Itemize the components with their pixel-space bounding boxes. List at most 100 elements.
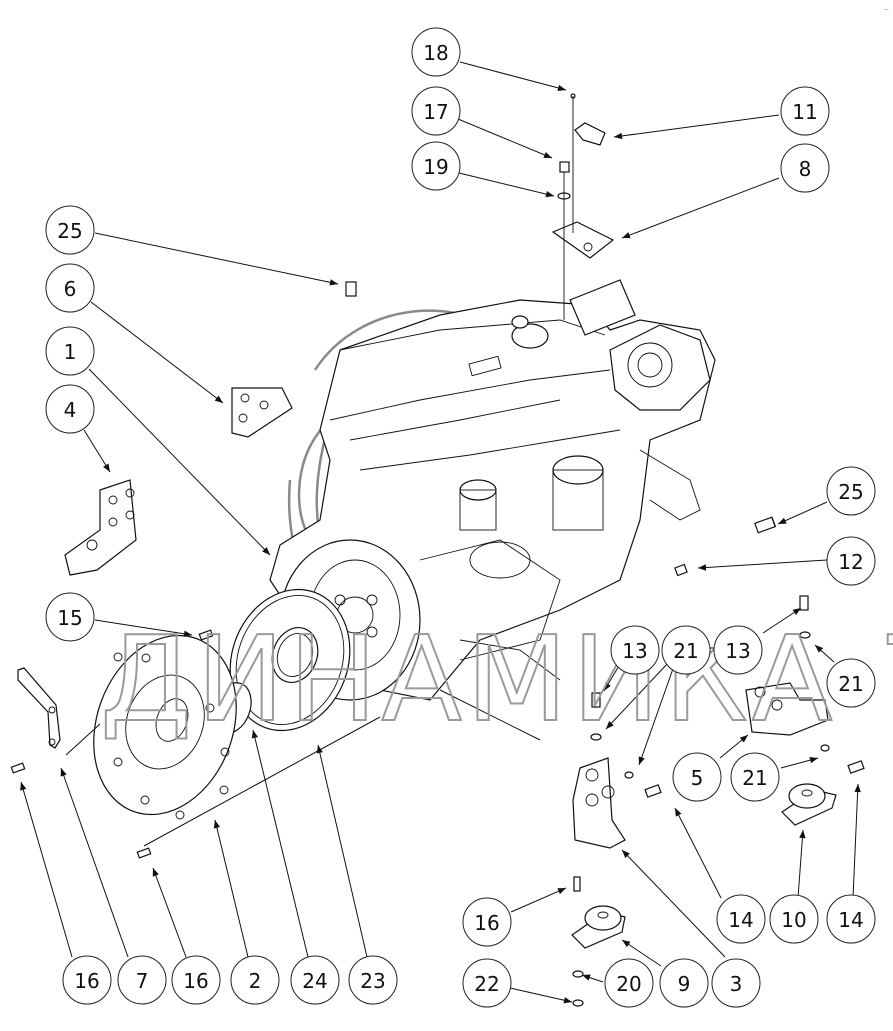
callout-22: 22 <box>462 958 512 1008</box>
callout-label: 25 <box>838 480 863 504</box>
callout-label: 5 <box>691 766 704 790</box>
mount-bracket-rear <box>572 757 626 849</box>
callout-circle <box>769 894 819 944</box>
callout-circle <box>45 263 95 313</box>
callout-label: 9 <box>678 972 691 996</box>
callout-label: 19 <box>423 155 448 179</box>
callout-label: 16 <box>474 911 499 935</box>
mount-bracket-top <box>231 387 293 438</box>
callout-7: 7 <box>117 955 167 1005</box>
callout-8: 8 <box>780 143 830 193</box>
callout-16: 16 <box>462 897 512 947</box>
callout-label: 4 <box>64 398 77 422</box>
callout-9: 9 <box>659 958 709 1008</box>
callout-label: 6 <box>64 277 77 301</box>
callout-circle <box>45 592 95 642</box>
callout-label: 13 <box>622 639 647 663</box>
callout-circle <box>348 955 398 1005</box>
callout-circle <box>780 86 830 136</box>
plug-fitting <box>754 516 776 534</box>
callout-circle <box>672 752 722 802</box>
callout-label: 8 <box>799 157 812 181</box>
callout-circle <box>462 897 512 947</box>
callout-circle <box>45 205 95 255</box>
callout-label: 21 <box>742 766 767 790</box>
callout-18: 18 <box>411 27 461 77</box>
callout-circle <box>713 625 763 675</box>
callout-4: 4 <box>45 384 95 434</box>
callout-21: 21 <box>661 625 711 675</box>
watermark-text: ДИНАМИКА 76 <box>100 610 893 748</box>
callout-circle <box>290 955 340 1005</box>
callout-circle <box>716 894 766 944</box>
callout-label: 11 <box>792 100 817 124</box>
callout-10: 10 <box>769 894 819 944</box>
flywheel-housing <box>229 588 351 732</box>
callout-14: 14 <box>716 894 766 944</box>
callout-13: 13 <box>713 625 763 675</box>
callout-circle <box>45 326 95 376</box>
callout-circle <box>661 625 711 675</box>
callout-label: 20 <box>616 972 641 996</box>
callout-label: 7 <box>136 969 149 993</box>
engine-assembly <box>269 279 716 701</box>
callout-25: 25 <box>826 466 876 516</box>
callout-circle <box>826 466 876 516</box>
callout-1: 1 <box>45 326 95 376</box>
callout-15: 15 <box>45 592 95 642</box>
leader-lines <box>20 61 861 1004</box>
callout-21: 21 <box>826 658 876 708</box>
callout-label: 14 <box>838 908 863 932</box>
callout-20: 20 <box>604 958 654 1008</box>
callout-5: 5 <box>672 752 722 802</box>
callout-3: 3 <box>711 958 761 1008</box>
callout-11: 11 <box>780 86 830 136</box>
callout-12: 12 <box>826 536 876 586</box>
callout-circle <box>230 955 280 1005</box>
callout-17: 17 <box>411 86 461 136</box>
callout-circle <box>411 27 461 77</box>
callout-label: 13 <box>725 639 750 663</box>
callout-circle <box>462 958 512 1008</box>
callout-circle <box>826 658 876 708</box>
callout-circle <box>62 955 112 1005</box>
callout-16: 16 <box>171 955 221 1005</box>
callout-label: 12 <box>838 550 863 574</box>
callout-circle <box>730 752 780 802</box>
rubber-mount-front <box>571 905 626 949</box>
callout-circle <box>604 958 654 1008</box>
mount-bracket-left <box>64 479 137 576</box>
flywheel-cover <box>93 634 237 820</box>
support-strap <box>17 667 61 749</box>
callout-label: 23 <box>360 969 385 993</box>
callout-label: 1 <box>64 340 77 364</box>
callout-label: 2 <box>249 969 262 993</box>
callout-circle <box>411 141 461 191</box>
callout-label: 14 <box>728 908 753 932</box>
callout-label: 25 <box>57 219 82 243</box>
mount-bracket-right <box>745 682 829 736</box>
callout-2: 2 <box>230 955 280 1005</box>
callout-circle <box>117 955 167 1005</box>
fasteners <box>10 93 865 1007</box>
callout-label: 21 <box>673 639 698 663</box>
callout-6: 6 <box>45 263 95 313</box>
callout-21: 21 <box>730 752 780 802</box>
relay-block <box>574 122 606 146</box>
callout-16: 16 <box>62 955 112 1005</box>
callout-circle <box>826 894 876 944</box>
callout-label: 17 <box>423 100 448 124</box>
callout-19: 19 <box>411 141 461 191</box>
callout-circle <box>411 86 461 136</box>
callout-circle <box>780 143 830 193</box>
callout-label: 15 <box>57 606 82 630</box>
callout-circle <box>171 955 221 1005</box>
callout-24: 24 <box>290 955 340 1005</box>
callout-23: 23 <box>348 955 398 1005</box>
mounting-plate <box>551 96 615 320</box>
callout-label: 16 <box>183 969 208 993</box>
callout-label: 10 <box>781 908 806 932</box>
